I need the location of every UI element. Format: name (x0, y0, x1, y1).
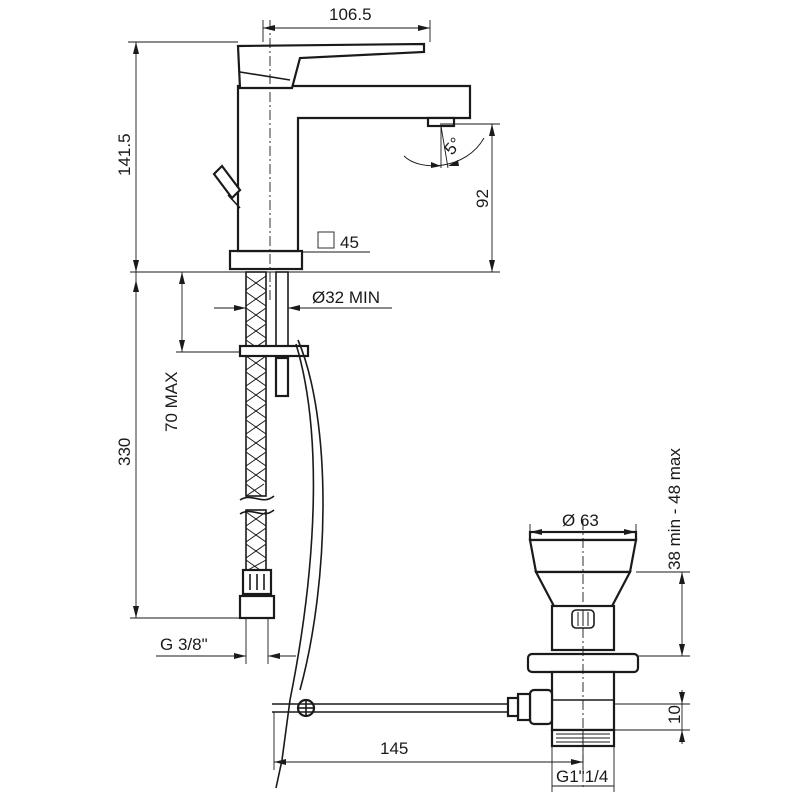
label-waste-diameter: Ø 63 (562, 511, 599, 530)
label-counter-thickness: 70 MAX (162, 372, 181, 432)
waste-assembly (272, 520, 640, 790)
dimension-lines (128, 20, 690, 792)
label-spout-length: 106.5 (329, 5, 372, 24)
faucet-body (130, 20, 500, 300)
label-base-square: 45 (340, 233, 359, 252)
label-spout-angle: 5° (441, 134, 466, 159)
label-total-height: 141.5 (115, 133, 134, 176)
label-hose-thread: G 3/8" (160, 635, 208, 654)
label-rod-length: 145 (380, 739, 408, 758)
label-spout-height: 92 (473, 189, 492, 208)
label-waste-thread: G1"1/4 (556, 767, 608, 786)
label-waste-height: 38 min - 48 max (665, 448, 684, 570)
hose-assembly (238, 271, 324, 789)
label-waste-pipe: 10 (665, 705, 684, 724)
label-hose-length: 330 (115, 438, 134, 466)
label-hole-diameter: Ø32 MIN (312, 288, 380, 307)
